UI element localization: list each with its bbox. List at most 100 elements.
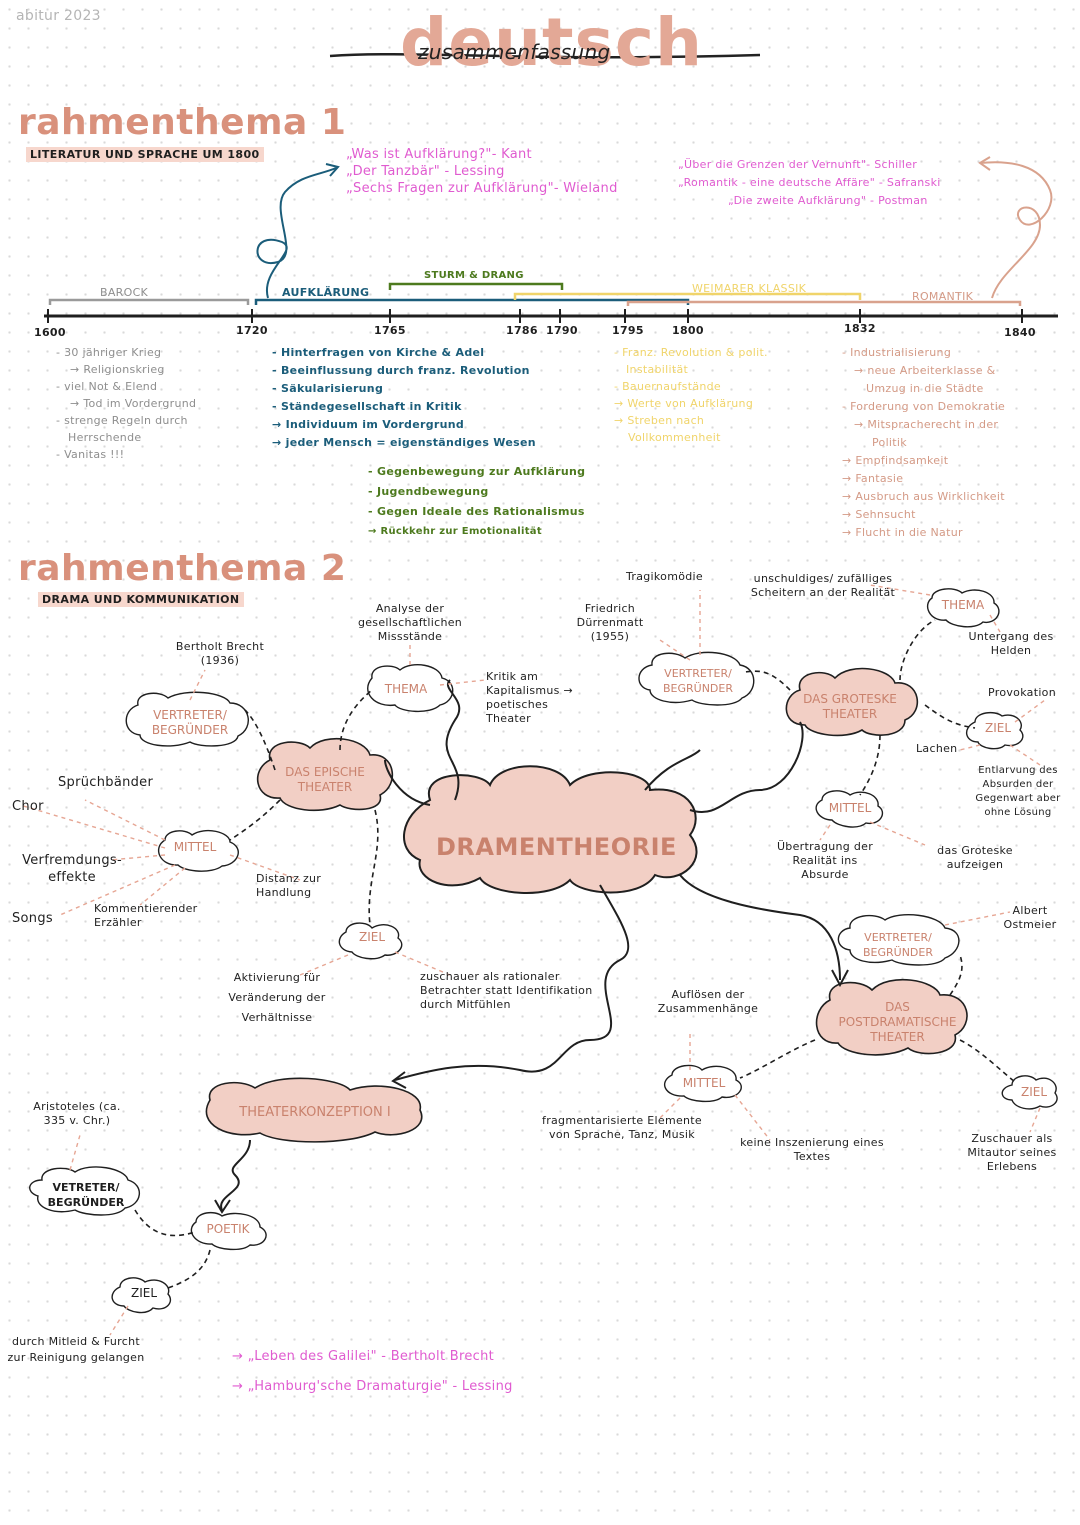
vertreter-name: Aristoteles (ca. 335 v. Chr.) (33, 1100, 121, 1127)
quote-item: „Sechs Fragen zur Aufklärung"- Wieland (346, 181, 618, 196)
quote-item: „Die zweite Aufklärung" - Postman (728, 194, 928, 207)
era-weimarer-klassik: WEIMARER KLASSIK (692, 282, 807, 295)
cloud-mittel: MITTEL (173, 840, 217, 854)
cloud-ziel: ZIEL (358, 930, 386, 944)
note-item: - viel Not & Elend (56, 380, 158, 393)
quote-item: „Über die Grenzen der Vernunft"- Schille… (678, 158, 918, 171)
provokation: Provokation (988, 686, 1056, 699)
note-item: - 30 jähriger Krieg (56, 346, 162, 359)
note-item: - Jugendbewegung (368, 485, 489, 498)
mittel-a: Übertragung der Realität ins Absurde (776, 840, 874, 881)
page-subtitle: zusammenfassung (418, 40, 611, 64)
era-sturm-drang: STURM & DRANG (424, 270, 524, 281)
note-item: → Flucht in die Natur (842, 526, 963, 539)
note-item: - Forderung von Demokratie (842, 400, 1006, 413)
theme2-heading: rahmenthema 2 (18, 548, 347, 589)
aufklaerung-notes: - Hinterfragen von Kirche & Adel - Beein… (272, 344, 536, 452)
cloud-ziel: ZIEL (130, 1286, 158, 1300)
year-label: 1720 (236, 324, 268, 337)
entlarvung: Entlarvung des Absurden der Gegenwart ab… (975, 765, 1061, 818)
note-item: - Ständegesellschaft in Kritik (272, 400, 462, 413)
mittel-a: fragmentarisierte Elemente von Sprache, … (542, 1114, 702, 1141)
year-label: 1832 (844, 322, 876, 335)
cloud-poetik: POETIK (206, 1222, 250, 1236)
note-item: → jeder Mensch = eigenständiges Wesen (272, 436, 536, 449)
cloud-episches-theater: DAS EPISCHE THEATER (285, 765, 365, 794)
note-item: → Mitspracherecht in der (854, 418, 999, 431)
vertreter-name: Friedrich Dürrenmatt (1955) (576, 602, 644, 643)
vertreter-name: Albert Ostmeier (1003, 904, 1057, 931)
sturm-notes: - Gegenbewegung zur Aufklärung - Jugendb… (368, 462, 585, 542)
cloud-thema: THEMA (384, 682, 428, 696)
quotes-romantik: „Über die Grenzen der Vernunft"- Schille… (678, 156, 941, 210)
theme2-subheading: DRAMA UND KOMMUNIKATION (38, 592, 244, 607)
theme1-heading: rahmenthema 1 (18, 102, 347, 143)
theme1-subheading: LITERATUR UND SPRACHE UM 1800 (26, 147, 264, 162)
reference-item: → „Leben des Galilei" - Bertholt Brecht (232, 1349, 495, 1364)
note-item: - Gegenbewegung zur Aufklärung (368, 465, 586, 478)
mittel-item: Songs (12, 911, 53, 926)
note-item: → Tod im Vordergrund (70, 397, 197, 410)
year-label: 1800 (672, 324, 704, 337)
mittel-item: Kommentierender Erzähler (94, 902, 198, 929)
era-barock: BAROCK (100, 286, 149, 299)
cloud-vertreter: VERTRETER/ BEGRÜNDER (862, 931, 933, 959)
note-item: - Säkularisierung (272, 382, 384, 395)
note-item: - Bauernaufstände (614, 380, 721, 393)
note-item: Vollkommenheit (628, 431, 721, 444)
page-title: deutsch (400, 4, 703, 81)
lachen: Lachen (916, 742, 958, 755)
note-item: → Empfindsamkeit (842, 454, 949, 467)
note-item: Instabilität (626, 363, 689, 376)
note-item: Politik (872, 436, 907, 449)
note-item: - strenge Regeln durch (56, 414, 188, 427)
note-item: → Streben nach (614, 414, 705, 427)
cloud-vertreter: VETRETER/ BEGRÜNDER (47, 1181, 125, 1209)
cloud-theaterkonzeption: THEATERKONZEPTION I (239, 1105, 391, 1120)
cloud-thema: THEMA (941, 598, 985, 612)
mittel-item: Sprüchbänder (58, 775, 154, 790)
mittel-item: Verfremdungs-effekte (22, 853, 122, 885)
mittel-item: Chor (12, 799, 44, 814)
note-item: - Franz. Revolution & polit. (614, 346, 768, 359)
note-item: - Hinterfragen von Kirche & Adel (272, 346, 485, 359)
thema-top: unschuldiges/ zufälliges Scheitern an de… (750, 572, 896, 599)
cloud-vertreter: VERTRETER/ BEGRÜNDER (151, 708, 229, 737)
note-item: → Rückkehr zur Emotionalität (368, 526, 542, 537)
aufloesen: Auflösen der Zusammenhänge (657, 988, 759, 1015)
vertreter-name: Bertholt Brecht (1936) (175, 640, 265, 667)
note-item: → Sehnsucht (842, 508, 916, 521)
note-item: → Fantasie (842, 472, 904, 485)
year-label: 1786 (506, 324, 538, 337)
note-item: - Vanitas !!! (56, 448, 125, 461)
cloud-ziel: ZIEL (984, 721, 1012, 735)
thema-top: Analyse der gesellschaftlichen Missständ… (357, 602, 463, 643)
year-label: 1765 (374, 324, 406, 337)
year-label: 1795 (612, 324, 644, 337)
ziel-a: Aktivierung für Veränderung der Verhältn… (228, 971, 326, 1024)
note-item: → Ausbruch aus Wirklichkeit (842, 490, 1005, 503)
cloud-mittel: MITTEL (828, 801, 872, 815)
quote-item: „Der Tanzbär" - Lessing (346, 164, 505, 179)
ziel-text: durch Mitleid & Furcht zur Reinigung gel… (7, 1335, 145, 1364)
note-item: → Individuum im Vordergrund (272, 418, 465, 431)
reference-item: → „Hamburg'sche Dramaturgie" - Lessing (232, 1379, 513, 1394)
cloud-postdramatisches-theater: DAS POSTDRAMATISCHE THEATER (838, 1000, 957, 1044)
quote-item: „Romantik - eine deutsche Affäre" - Safr… (678, 176, 941, 189)
cloud-ziel: ZIEL (1020, 1085, 1048, 1099)
mittel-b: das Groteske aufzeigen (937, 844, 1013, 871)
cloud-vertreter: VERTRETER/ BEGRÜNDER (662, 667, 733, 695)
distanz: Distanz zur Handlung (256, 872, 322, 899)
center-label: DRAMENTHEORIE (436, 833, 677, 861)
klassik-notes: - Franz. Revolution & polit. Instabilitä… (614, 344, 768, 446)
mittel-b: keine Inszenierung eines Textes (740, 1136, 884, 1163)
note-item: → neue Arbeiterklasse & (854, 364, 996, 377)
note-item: - Industrialisierung (842, 346, 952, 359)
barock-notes: - 30 jähriger Krieg → Religionskrieg - v… (56, 344, 196, 463)
thema-right: Untergang des Helden (968, 630, 1054, 657)
romantik-notes: - Industrialisierung → neue Arbeiterklas… (842, 344, 1005, 542)
cloud-mittel: MITTEL (682, 1076, 726, 1090)
year-label: 1600 (34, 326, 66, 339)
era-aufklaerung: AUFKLÄRUNG (282, 286, 370, 299)
